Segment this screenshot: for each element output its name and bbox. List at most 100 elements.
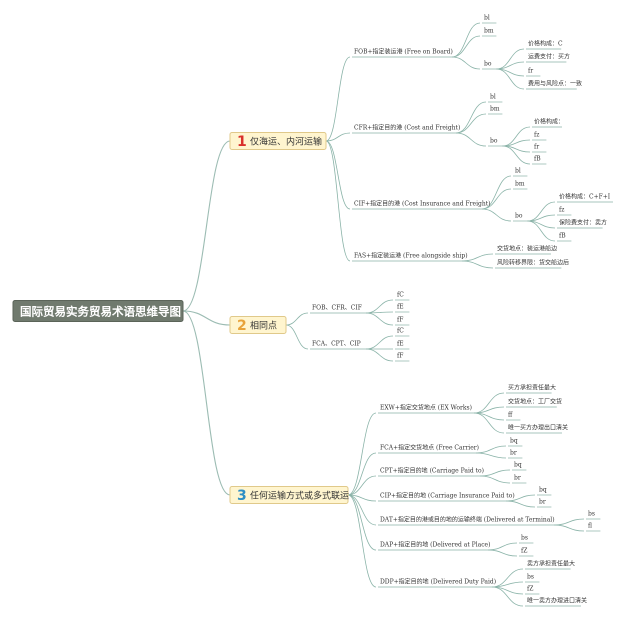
detail-node: bm (515, 181, 525, 188)
detail-node: fZ (521, 548, 527, 555)
connector (553, 518, 585, 526)
detail-node: br (514, 475, 521, 482)
connector (491, 586, 524, 607)
connector (365, 312, 394, 326)
detail-node: 交货地点：工厂交货 (508, 398, 562, 406)
connector (451, 22, 481, 58)
connector (502, 145, 531, 165)
detail-node: fE (397, 304, 404, 311)
connector (451, 35, 481, 58)
branch-node-box (229, 316, 287, 334)
detail-node: br (510, 450, 517, 457)
sub-detail-node: fr (534, 144, 539, 151)
connector (505, 500, 536, 508)
connector (479, 475, 511, 484)
detail-node: bo (484, 61, 492, 68)
detail-node: bo (515, 213, 523, 220)
connector (496, 68, 525, 90)
detail-node: bl (515, 168, 521, 175)
term-node: DAT+指定目的港或目的地的运输终端 (Delivered at Termina… (380, 516, 555, 524)
detail-node: bm (484, 28, 494, 35)
root-node-box (12, 300, 184, 322)
connector (365, 299, 394, 314)
detail-node: bq (514, 462, 522, 469)
connector-lines (182, 22, 613, 607)
sub-detail-node: fz (559, 207, 564, 214)
detail-node: fC (397, 292, 404, 299)
detail-node: bl (490, 94, 496, 101)
term-node: FCA+指定交货地点 (Free Carrier) (380, 444, 479, 452)
connector (455, 132, 487, 147)
connector (325, 132, 351, 142)
detail-node: bq (510, 438, 518, 445)
connector (365, 348, 394, 362)
connector (285, 324, 309, 350)
connector (496, 48, 525, 70)
connector (347, 475, 377, 496)
connector (365, 335, 394, 350)
connector (347, 452, 377, 496)
connector (325, 56, 351, 142)
connector (461, 260, 494, 269)
term-node: CIF+指定目的港 (Cost Insurance and Freight) (354, 200, 490, 208)
branch-number: 3 (237, 488, 247, 504)
connector (481, 175, 512, 210)
branch-label: 相同点 (250, 320, 277, 332)
term-node: CPT+指定目的地 (Carriage Paid to) (380, 467, 484, 475)
connector (481, 188, 512, 210)
connector (479, 469, 511, 477)
sub-detail-node: 费用与风险点：一致 (528, 80, 582, 88)
branch-number: 1 (237, 134, 247, 150)
branch-label: 任何运输方式或多式联运 (250, 490, 349, 502)
connector (487, 542, 518, 551)
detail-node: bs (588, 511, 595, 518)
term-node: DAP+指定目的地 (Delivered at Place) (380, 541, 490, 549)
connector (475, 452, 507, 459)
connector (182, 310, 231, 496)
detail-node: bl (484, 15, 490, 22)
connector (182, 140, 231, 312)
connector (475, 445, 507, 454)
connector (347, 494, 377, 588)
connector (553, 524, 585, 532)
branch-number: 2 (237, 318, 247, 334)
connector (347, 494, 377, 526)
detail-node: 卖方承担责任最大 (527, 560, 575, 568)
detail-node: fE (397, 341, 404, 348)
detail-node: fl (588, 523, 592, 530)
sub-detail-node: fz (534, 132, 539, 139)
term-node: FCA、CPT、CIP (312, 341, 361, 348)
detail-node: 唯一卖方办理进口清关 (527, 597, 587, 605)
branch-label: 仅海运、内河运输 (250, 136, 322, 148)
detail-node: 风险转移界限：货交船边后 (497, 259, 569, 267)
term-node: FOB+指定装运港 (Free on Board) (354, 48, 453, 56)
connector (285, 312, 309, 326)
connector (451, 56, 481, 70)
connector (473, 392, 505, 414)
sub-detail-node: 价格构成：C+F+I (559, 193, 611, 201)
connector (487, 549, 518, 557)
detail-node: fZ (527, 586, 533, 593)
connector (325, 140, 351, 210)
detail-node: bs (527, 574, 534, 581)
detail-node: fF (397, 353, 403, 360)
detail-node: ff (508, 412, 513, 419)
connector (347, 412, 377, 496)
connector (325, 140, 351, 262)
term-node: EXW+指定交货地点 (EX Works) (380, 404, 472, 412)
sub-detail-node: 保险费支付：卖方 (559, 219, 607, 227)
sub-detail-node: 价格构成： (534, 118, 564, 126)
detail-node: fC (397, 328, 404, 335)
branch-node-box (229, 132, 327, 150)
detail-node: bq (539, 487, 547, 494)
root-node-title: 国际贸易实务贸易术语思维导图 (20, 305, 181, 319)
detail-node: fF (397, 317, 403, 324)
sub-detail-node: fB (559, 233, 566, 240)
sub-detail-node: 价格构成：C (528, 40, 563, 48)
connector (455, 101, 487, 134)
sub-detail-node: 运费支付：买方 (528, 53, 570, 61)
term-node: CFR+指定目的港 (Cost and Freight) (354, 124, 460, 132)
connector (481, 208, 512, 222)
